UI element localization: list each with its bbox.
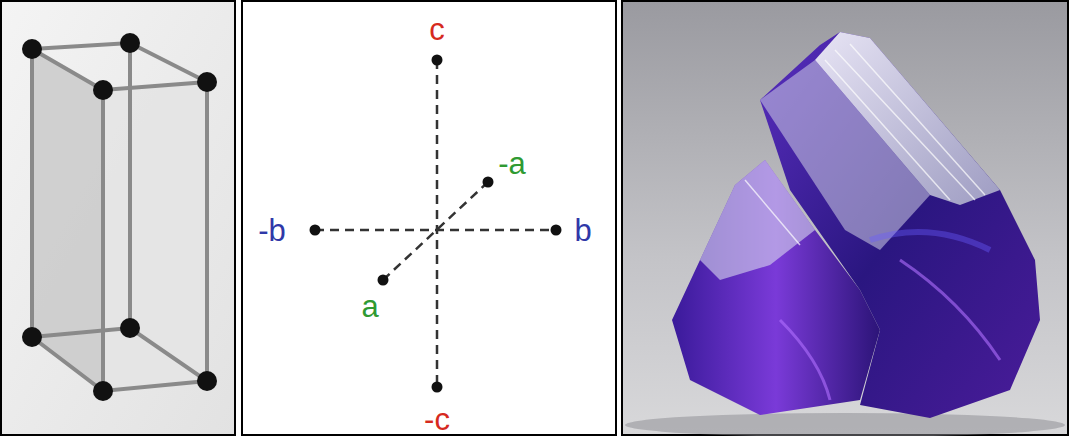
unit-cell: [1, 1, 235, 435]
axis-label: b: [574, 215, 591, 246]
crystal-photo: [622, 1, 1068, 436]
axis-label: a: [361, 291, 378, 322]
axis-label: c: [429, 14, 445, 45]
axis-label: -b: [258, 215, 286, 246]
axis-label: -c: [424, 404, 450, 435]
axis-label: -a: [498, 148, 526, 179]
crystal-axes: [242, 1, 616, 435]
